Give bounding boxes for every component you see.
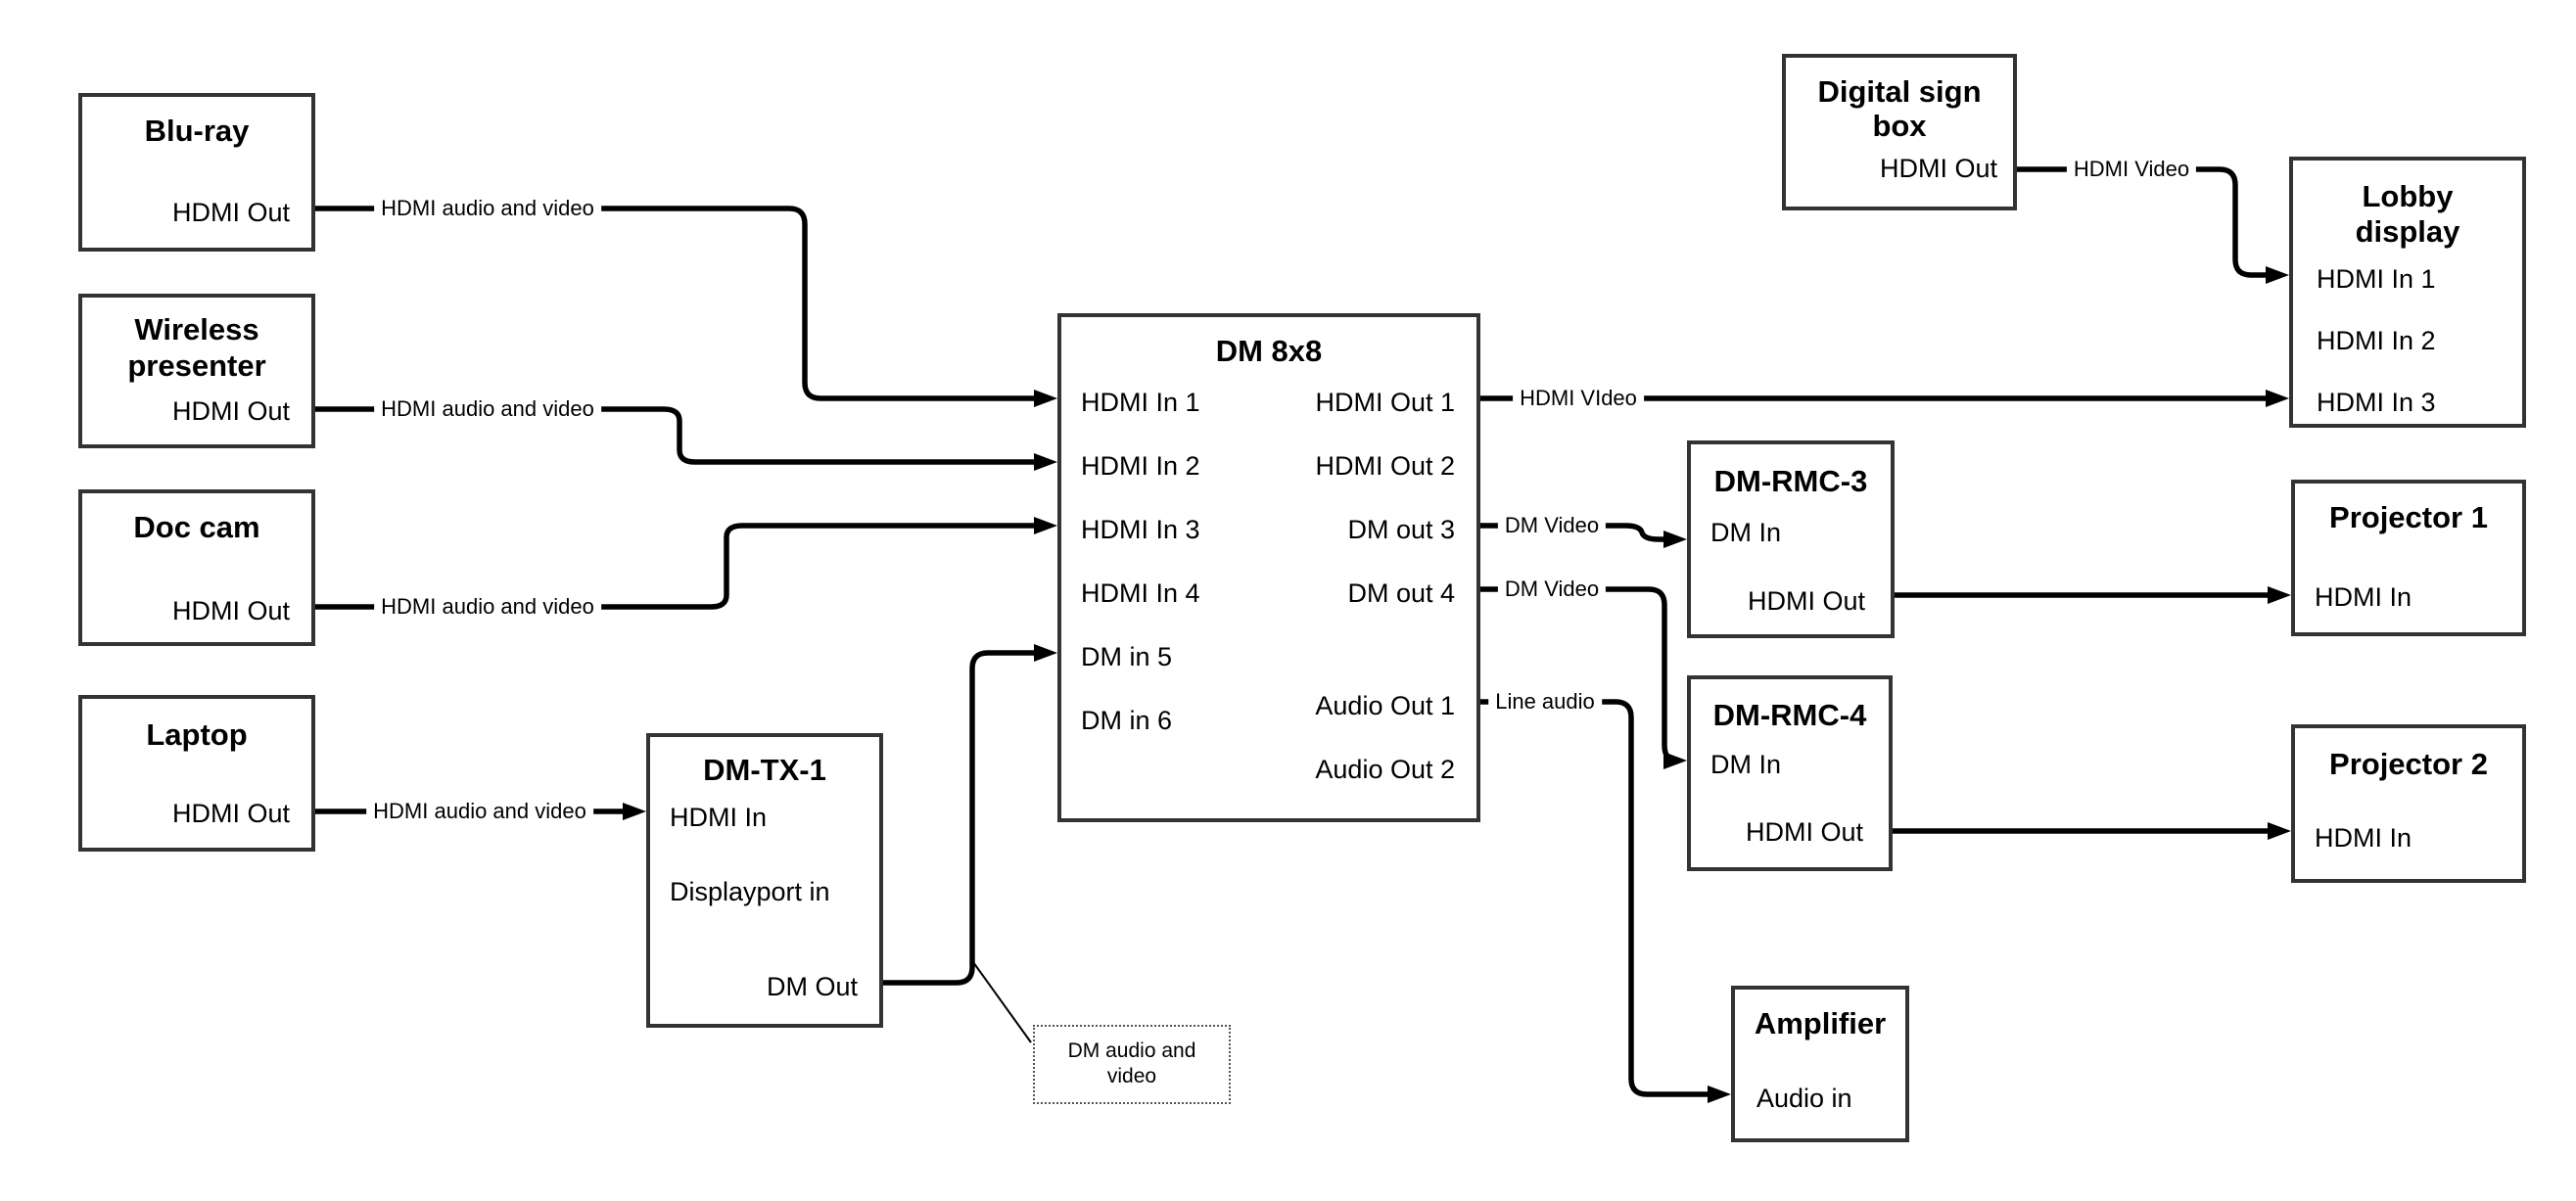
arrow-dmrmc4-dm-in [1663,752,1687,769]
node-title: Doc cam [133,510,260,544]
port-hdmi-out: HDMI Out [171,799,290,828]
node-title: DM-RMC-4 [1712,698,1867,732]
arrow-dmrmc3-dm-in [1663,531,1687,548]
arrow-dm8x8-in1 [1034,390,1057,407]
node-amplifier: Amplifier Audio in [1731,986,1909,1142]
node-title: Projector 1 [2329,500,2488,534]
node-doc-cam: Doc cam HDMI Out [78,489,315,646]
port-dm-out-4: DM out 4 [1347,578,1455,608]
node-title: Wireless presenter [127,312,266,383]
arrow-lobby-in1 [2266,266,2289,284]
edge-label-dm-video-out3: DM Video [1497,513,1607,538]
arrow-dm8x8-in2 [1034,453,1057,471]
note-leader-line [972,961,1032,1043]
port-hdmi-out: HDMI Out [1879,154,1997,183]
edge-wireless-to-dm8x8-in2 [315,406,1036,465]
node-dm-8x8: DM 8x8 HDMI In 1 HDMI In 2 HDMI In 3 HDM… [1057,313,1480,822]
edge-label-hdmi-av-doccam: HDMI audio and video [374,594,601,620]
node-laptop: Laptop HDMI Out [78,695,315,852]
port-audio-out-1: Audio Out 1 [1315,691,1455,720]
edge-doccam-to-dm8x8-in3 [315,523,1036,610]
node-title: DM-RMC-3 [1713,464,1868,498]
port-hdmi-in-2: HDMI In 2 [2317,326,2436,355]
port-hdmi-out: HDMI Out [171,596,290,625]
port-hdmi-in-4: HDMI In 4 [1081,578,1200,608]
node-digital-sign-box: Digital sign box HDMI Out [1782,54,2017,210]
edge-label-hdmi-av-laptop: HDMI audio and video [366,799,593,824]
arrow-proj2-hdmi-in [2268,822,2291,840]
arrow-dmtx1-hdmi-in [623,803,646,820]
node-title: Amplifier [1754,1006,1887,1040]
arrow-dm8x8-in5 [1034,644,1057,662]
note-dm-audio-video: DM audio and video [1033,1025,1231,1104]
node-title: Projector 2 [2329,747,2488,781]
port-dm-out: DM Out [766,972,858,1001]
port-hdmi-out: HDMI Out [171,198,290,227]
node-projector-2: Projector 2 HDMI In [2291,724,2526,883]
node-wireless-presenter: Wireless presenter HDMI Out [78,294,315,448]
node-title: Lobby display [2355,179,2460,249]
port-hdmi-in-3: HDMI In 3 [1081,515,1200,544]
port-dm-in: DM In [1710,750,1782,779]
arrow-proj1-hdmi-in [2268,586,2291,604]
node-title: Laptop [146,717,248,752]
port-displayport-in: Displayport in [670,877,830,906]
port-hdmi-in-1: HDMI In 1 [1081,388,1200,417]
node-dm-rmc-3: DM-RMC-3 DM In HDMI Out [1687,440,1895,638]
edge-label-dm-video-out4: DM Video [1497,577,1607,602]
edge-label-line-audio: Line audio [1488,689,1602,715]
port-audio-out-2: Audio Out 2 [1315,755,1455,784]
edge-dm8x8-out3-to-dmrmc3 [1480,523,1664,542]
node-title: DM 8x8 [1215,334,1323,368]
edge-label-hdmi-video-out1: HDMI VIdeo [1513,386,1644,411]
port-hdmi-in-3: HDMI In 3 [2317,388,2436,417]
port-hdmi-out-1: HDMI Out 1 [1315,388,1455,417]
port-dm-in: DM In [1710,518,1782,547]
arrow-dm8x8-in3 [1034,517,1057,534]
edge-dm8x8-aout1-to-amplifier [1480,699,1710,1097]
node-title: Digital sign box [1817,74,1982,143]
edge-dmtx1-to-dm8x8-in5 [883,650,1036,986]
arrowheads [623,266,2291,1103]
port-hdmi-in: HDMI In [670,803,768,832]
port-audio-in: Audio in [1756,1084,1852,1113]
port-hdmi-out: HDMI Out [1747,586,1865,616]
port-dm-in-6: DM in 6 [1081,706,1173,735]
arrow-lobby-in3 [2266,390,2289,407]
node-blu-ray: Blu-ray HDMI Out [78,93,315,252]
port-dm-out-3: DM out 3 [1347,515,1455,544]
port-hdmi-in: HDMI In [2315,582,2412,612]
node-title: Blu-ray [144,114,250,148]
arrow-amplifier-audio-in [1708,1086,1731,1103]
port-hdmi-out: HDMI Out [171,396,290,426]
edge-dm8x8-out4-to-dmrmc4 [1480,586,1677,763]
edge-label-hdmi-av-bluray: HDMI audio and video [374,196,601,221]
port-hdmi-out: HDMI Out [1745,817,1863,847]
port-hdmi-in-1: HDMI In 1 [2317,264,2436,294]
node-projector-1: Projector 1 HDMI In [2291,480,2526,636]
edge-bluray-to-dm8x8-in1 [315,206,1036,401]
port-hdmi-in: HDMI In [2315,823,2412,853]
edge-digitalsign-to-lobby-in1 [2017,166,2266,278]
edge-label-hdmi-video-sign: HDMI Video [2066,157,2197,182]
node-title: DM-TX-1 [703,753,826,787]
node-dm-tx-1: DM-TX-1 HDMI In Displayport in DM Out [646,733,883,1028]
port-dm-in-5: DM in 5 [1081,642,1173,671]
edge-label-hdmi-av-wireless: HDMI audio and video [374,396,601,422]
node-dm-rmc-4: DM-RMC-4 DM In HDMI Out [1687,675,1893,871]
node-lobby-display: Lobby display HDMI In 1 HDMI In 2 HDMI I… [2289,157,2526,428]
port-hdmi-out-2: HDMI Out 2 [1315,451,1455,481]
port-hdmi-in-2: HDMI In 2 [1081,451,1200,481]
